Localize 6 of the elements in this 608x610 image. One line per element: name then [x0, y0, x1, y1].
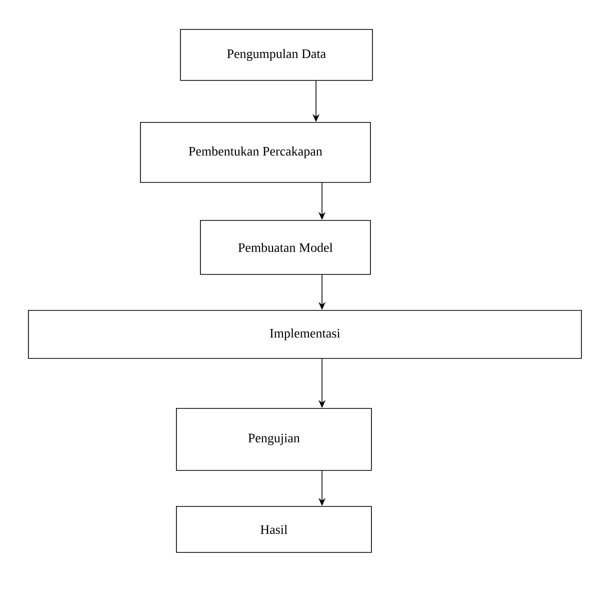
process-box: Pengujian: [176, 408, 372, 471]
process-box: Hasil: [176, 506, 372, 553]
process-box: Pembuatan Model: [200, 220, 371, 275]
process-box: Pembentukan Percakapan: [140, 122, 371, 183]
process-box: Pengumpulan Data: [180, 29, 373, 81]
process-box: Implementasi: [28, 310, 582, 359]
